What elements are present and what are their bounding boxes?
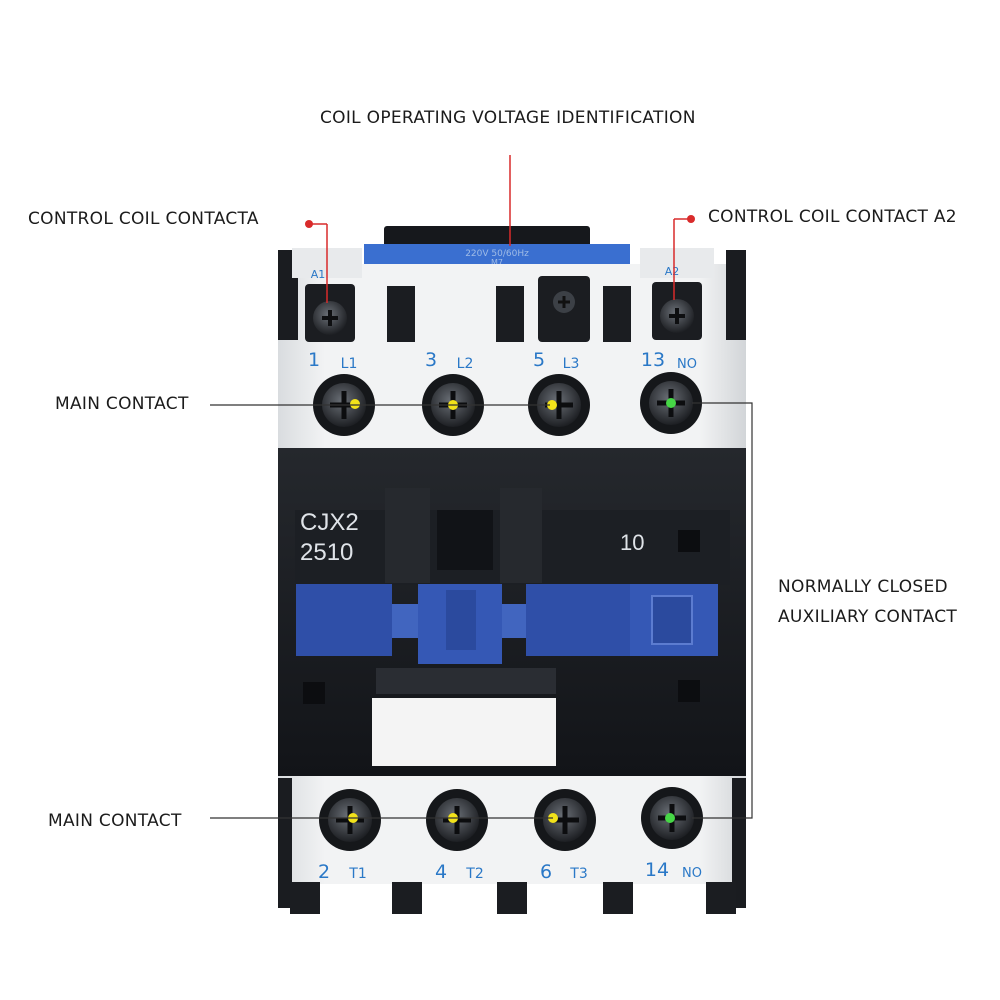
bottom-terminal-2 xyxy=(319,789,381,851)
callout-nc-aux-line1: NORMALLY CLOSED xyxy=(778,577,948,597)
bottom-terminal-6-num: 6 xyxy=(540,861,552,883)
foot-5 xyxy=(706,882,736,914)
top-terminal-labels: 1 L1 3 L2 5 L3 13 NO xyxy=(308,349,697,372)
foot-4 xyxy=(603,882,633,914)
coil-label-line1: 220V 50/60Hz xyxy=(465,249,529,259)
coil-label-line2: M7 xyxy=(491,258,503,267)
center-screw xyxy=(538,276,590,342)
top-terminal-13-tag: NO xyxy=(677,357,697,372)
center-recess xyxy=(437,510,493,570)
label-plate xyxy=(372,698,556,766)
top-tab-2 xyxy=(496,286,524,342)
top-right-block xyxy=(640,248,714,278)
bottom-terminal-6-tag: T3 xyxy=(569,866,587,882)
bottom-terminal-14-num: 14 xyxy=(645,859,669,881)
bottom-terminal-14 xyxy=(641,787,703,849)
top-terminal-3-tag: L2 xyxy=(457,356,474,372)
top-terminal-13-num: 13 xyxy=(641,349,665,371)
bottom-terminal-14-tag: NO xyxy=(682,866,702,881)
aux-code: 10 xyxy=(620,530,644,555)
bottom-terminal-6 xyxy=(534,789,596,851)
lower-bar xyxy=(376,668,556,694)
bottom-terminal-4-tag: T2 xyxy=(465,866,483,882)
coil-screw-a1 xyxy=(305,284,355,342)
callout-main-contact-bottom: MAIN CONTACT xyxy=(48,811,182,831)
callout-nc-aux-line2: AUXILIARY CONTACT xyxy=(778,607,958,627)
foot-2 xyxy=(392,882,422,914)
bottom-terminal-labels: 2 T1 4 T2 6 T3 14 NO xyxy=(318,859,702,883)
marking-a1: A1 xyxy=(311,268,326,281)
foot-3 xyxy=(497,882,527,914)
top-tab-3 xyxy=(603,286,631,342)
callout-coil-contact-a2: CONTROL COIL CONTACT A2 xyxy=(708,207,957,227)
bottom-terminal-2-num: 2 xyxy=(318,861,330,883)
coil-screw-a2 xyxy=(652,282,702,340)
bottom-left-clip xyxy=(278,778,292,908)
callout-coil-voltage: COIL OPERATING VOLTAGE IDENTIFICATION xyxy=(320,108,696,128)
top-terminal-5-tag: L3 xyxy=(563,356,580,372)
top-terminal-1-num: 1 xyxy=(308,349,320,371)
top-terminal-5 xyxy=(528,374,590,436)
top-terminal-5-num: 5 xyxy=(533,349,545,371)
contact-carrier xyxy=(296,584,718,664)
foot-1 xyxy=(290,882,320,914)
top-terminal-1-tag: L1 xyxy=(341,356,358,372)
small-square-bl xyxy=(303,682,325,704)
model-line1: CJX2 xyxy=(300,509,359,536)
marking-a2: A2 xyxy=(665,265,680,278)
leader-coil-a1 xyxy=(305,220,328,303)
top-terminal-3-num: 3 xyxy=(425,349,437,371)
bottom-right-clip xyxy=(732,778,746,908)
indicator-slot-right xyxy=(500,488,542,583)
bottom-terminal-2-tag: T1 xyxy=(348,866,366,882)
top-right-clip xyxy=(726,250,746,340)
callout-main-contact-top: MAIN CONTACT xyxy=(55,394,189,414)
top-terminal-13 xyxy=(640,372,702,434)
bottom-terminal-4 xyxy=(426,789,488,851)
small-square-tr xyxy=(678,530,700,552)
small-square-br xyxy=(678,680,700,702)
model-line2: 2510 xyxy=(300,539,353,566)
callout-coil-contact-a1: CONTROL COIL CONTACTA xyxy=(28,209,259,229)
bottom-terminal-4-num: 4 xyxy=(435,861,447,883)
top-tab-1 xyxy=(387,286,415,342)
indicator-slot-left xyxy=(385,488,430,583)
leader-nc-aux xyxy=(692,402,753,819)
coil-voltage-plate xyxy=(364,244,630,266)
leader-coil-a2 xyxy=(673,215,695,300)
